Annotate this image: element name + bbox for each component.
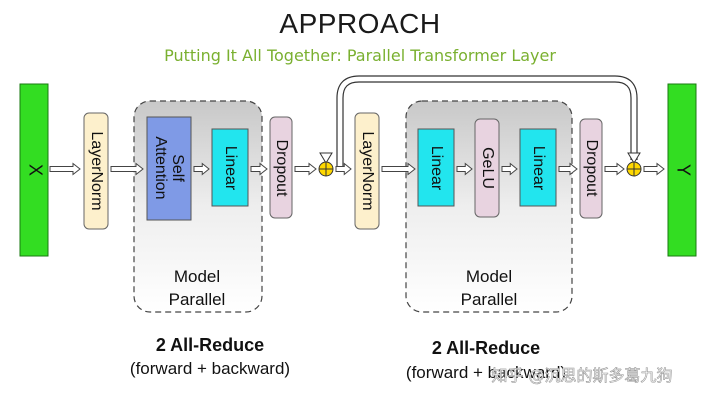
- flow-arrow-1: [49, 162, 81, 176]
- gelu-label: GeLU: [479, 147, 496, 189]
- flow-arrow-5: [294, 162, 317, 176]
- flow-arrow-7: [381, 162, 416, 176]
- flow-arrow-6: [335, 162, 352, 176]
- linear-label-2b: Linear: [530, 146, 547, 191]
- all-reduce-title-2: 2 All-Reduce: [432, 338, 540, 358]
- flow-arrow-8: [456, 162, 473, 176]
- flow-arrow-10: [558, 162, 578, 176]
- flow-arrow-9: [501, 162, 518, 176]
- flow-arrow-3: [193, 162, 210, 176]
- layernorm-block-1: [83, 112, 109, 230]
- model-parallel-caption-1a: Model: [174, 267, 220, 286]
- flow-arrows: [49, 162, 665, 176]
- linear-block-1: [211, 128, 249, 207]
- all-reduce-sub-1: (forward + backward): [130, 359, 290, 378]
- residual-adder-2: [626, 161, 642, 177]
- output-y-block: [667, 83, 697, 257]
- gelu-block: [474, 118, 500, 218]
- all-reduce-sub-2: (forward + backward): [406, 363, 566, 382]
- linear-block-2a: [417, 128, 455, 207]
- residual-adder-1: [318, 161, 334, 177]
- flow-arrow-12: [643, 162, 665, 176]
- input-x-label: X: [25, 164, 45, 176]
- input-x-block: [19, 83, 49, 257]
- dropout-block-1: [269, 116, 293, 219]
- flow-arrow-11: [604, 162, 625, 176]
- watermark: 知乎 @沉思的斯多葛九狗: [491, 366, 672, 385]
- layernorm-label-1: LayerNorm: [88, 131, 105, 210]
- dropout-label-2: Dropout: [583, 140, 600, 197]
- linear-label-1: Linear: [222, 146, 239, 191]
- dropout-label-1: Dropout: [273, 140, 290, 197]
- model-parallel-caption-2b: Parallel: [461, 290, 518, 309]
- model-parallel-caption-1b: Parallel: [169, 290, 226, 309]
- self-attention-label-1: Self: [169, 154, 186, 182]
- page-subtitle: Putting It All Together: Parallel Transf…: [164, 46, 556, 65]
- linear-block-2b: [519, 128, 557, 207]
- self-attention-label-2: Attention: [152, 136, 169, 199]
- flow-arrow-4: [250, 162, 268, 176]
- linear-label-2a: Linear: [428, 146, 445, 191]
- output-y-label: Y: [673, 164, 693, 176]
- layernorm-block-2: [354, 112, 380, 230]
- page-title: APPROACH: [279, 8, 441, 39]
- all-reduce-title-1: 2 All-Reduce: [156, 335, 264, 355]
- flow-arrow-2: [110, 162, 144, 176]
- self-attention-block: [146, 116, 192, 221]
- dropout-block-2: [579, 118, 603, 219]
- layernorm-label-2: LayerNorm: [359, 131, 376, 210]
- model-parallel-caption-2a: Model: [466, 267, 512, 286]
